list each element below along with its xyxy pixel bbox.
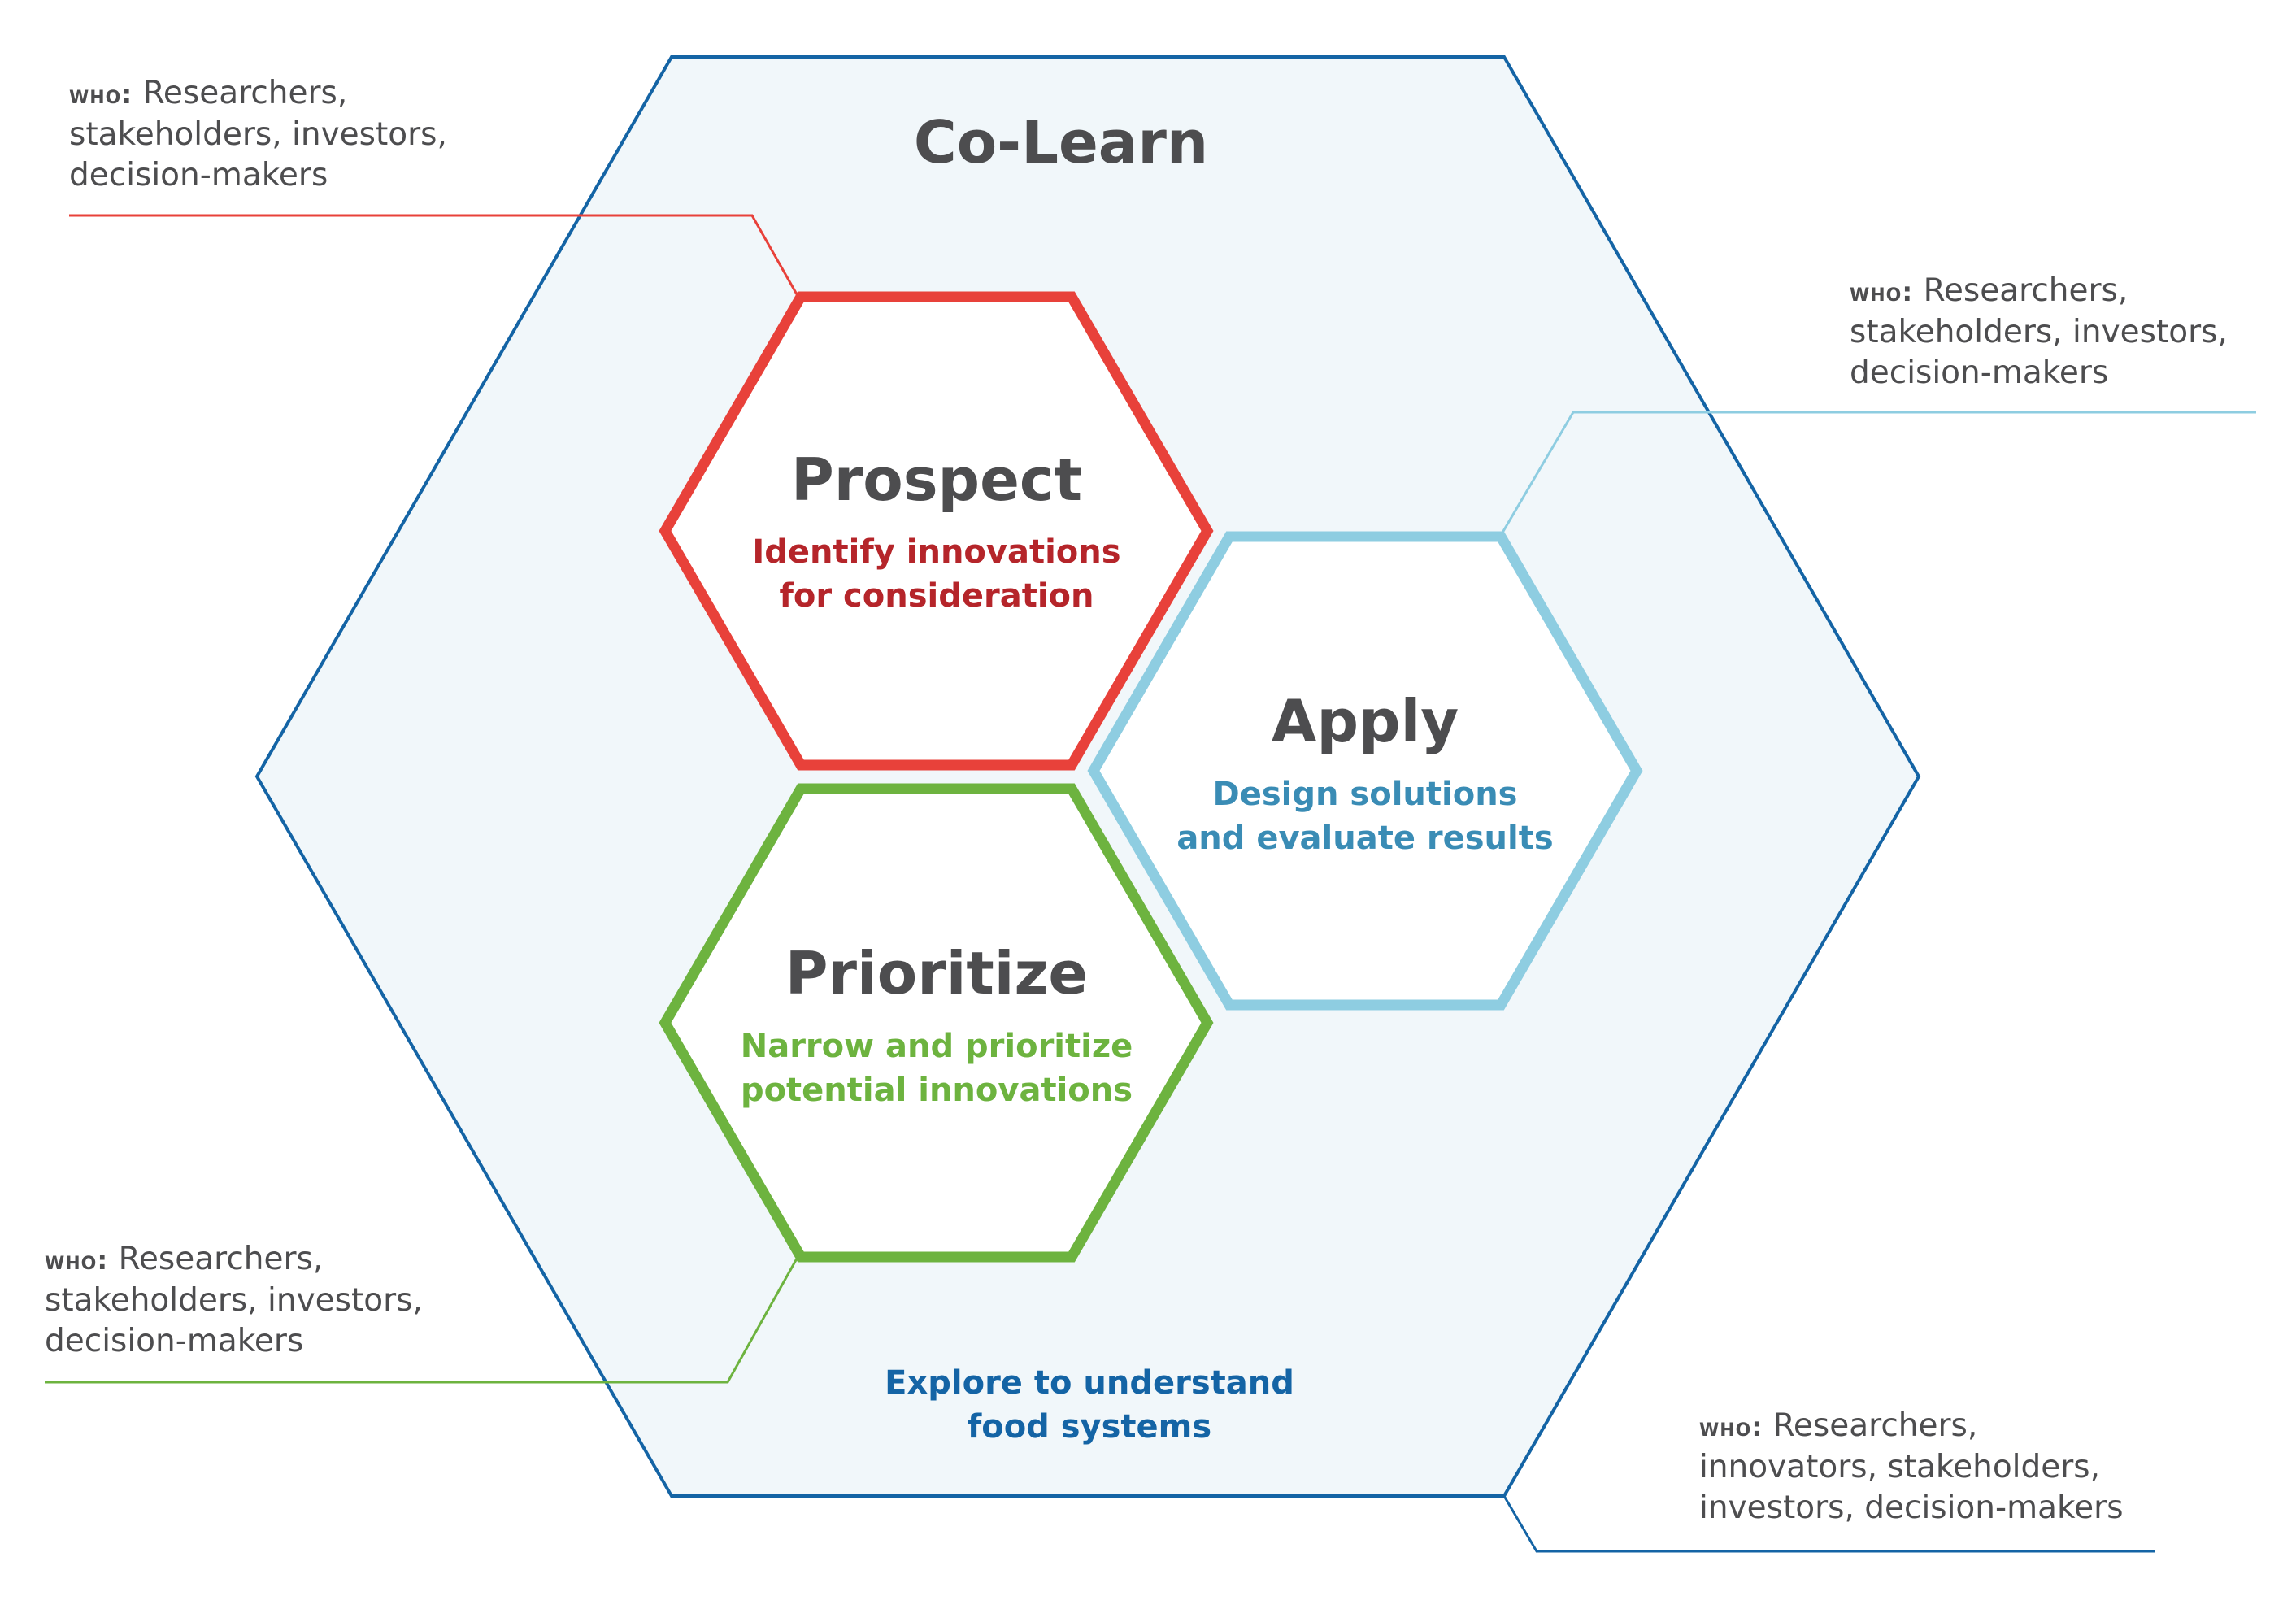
- prioritize-subtitle-line-2: potential innovations: [740, 1072, 1133, 1109]
- who-prioritize-line-1: Researchers,: [108, 1241, 324, 1277]
- who-apply-label: who:: [1850, 276, 1914, 307]
- prospect-subtitle: Identify innovations for consideration: [693, 530, 1181, 618]
- who-prospect-line-1: Researchers,: [133, 75, 348, 111]
- prospect-hexagon: [659, 291, 1214, 771]
- who-prioritize: who: Researchers, stakeholders, investor…: [45, 1239, 423, 1362]
- prospect-subtitle-line-1: Identify innovations: [752, 533, 1121, 571]
- colearn-title: Co-Learn: [913, 108, 1209, 176]
- apply-leader-line: [1501, 411, 2256, 533]
- prioritize-hexagon: [659, 783, 1214, 1263]
- who-colearn-line-2: innovators, stakeholders,: [1699, 1449, 2101, 1485]
- colearn-subtitle: Explore to understand food systems: [813, 1361, 1366, 1449]
- colearn-outer-hexagon: [254, 55, 1921, 1498]
- who-colearn-line-1: Researchers,: [1763, 1407, 1978, 1444]
- who-apply-line-3: decision-makers: [1850, 354, 2109, 391]
- apply-subtitle: Design solutions and evaluate results: [1121, 772, 1609, 860]
- apply-subtitle-line-2: and evaluate results: [1176, 820, 1554, 857]
- colearn-subtitle-line-2: food systems: [967, 1408, 1212, 1446]
- who-colearn-label: who:: [1699, 1411, 1763, 1442]
- who-prioritize-label: who:: [45, 1245, 109, 1276]
- prospect-leader-line: [69, 214, 798, 295]
- colearn-subtitle-line-1: Explore to understand: [885, 1364, 1294, 1402]
- prospect-subtitle-line-2: for consideration: [779, 577, 1094, 615]
- prioritize-subtitle: Narrow and prioritize potential innovati…: [693, 1024, 1181, 1112]
- who-apply: who: Researchers, stakeholders, investor…: [1850, 271, 2228, 394]
- who-colearn: who: Researchers, innovators, stakeholde…: [1699, 1406, 2124, 1529]
- who-prioritize-line-2: stakeholders, investors,: [45, 1282, 423, 1319]
- who-prospect-label: who:: [69, 79, 133, 110]
- apply-title: Apply: [1271, 687, 1459, 755]
- who-apply-line-2: stakeholders, investors,: [1850, 314, 2228, 350]
- prospect-title: Prospect: [790, 446, 1083, 514]
- who-prospect-line-3: decision-makers: [69, 157, 328, 194]
- colearn-leader-line: [1502, 1495, 2155, 1553]
- who-prioritize-line-3: decision-makers: [45, 1323, 304, 1359]
- who-prospect-line-2: stakeholders, investors,: [69, 116, 447, 153]
- prioritize-leader-line: [45, 1258, 798, 1384]
- apply-subtitle-line-1: Design solutions: [1212, 776, 1518, 813]
- who-apply-line-1: Researchers,: [1913, 272, 2129, 309]
- who-colearn-line-3: investors, decision-makers: [1699, 1489, 2124, 1526]
- who-prospect: who: Researchers, stakeholders, investor…: [69, 73, 447, 196]
- prioritize-title: Prioritize: [785, 939, 1089, 1007]
- apply-hexagon: [1087, 531, 1643, 1011]
- prioritize-subtitle-line-1: Narrow and prioritize: [740, 1028, 1133, 1065]
